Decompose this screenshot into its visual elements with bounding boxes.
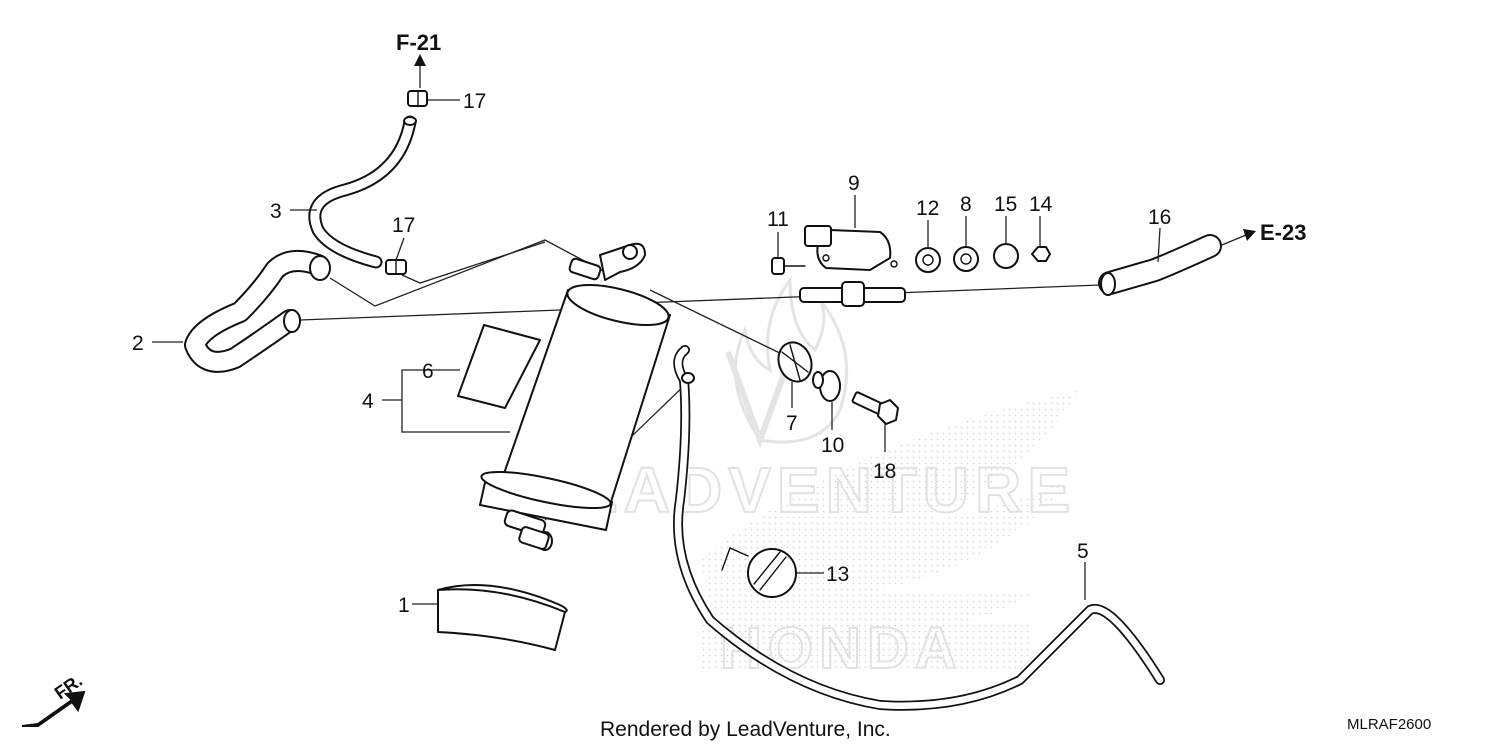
watermark-brand: HONDA <box>720 616 963 681</box>
collar-8 <box>953 246 979 272</box>
callout-16: 16 <box>1148 206 1171 229</box>
band-1 <box>437 584 568 651</box>
flame-logo-watermark <box>725 275 849 449</box>
rendered-by-footer: Rendered by LeadVenture, Inc. <box>600 718 891 741</box>
callout-12: 12 <box>916 197 939 220</box>
callout-5: 5 <box>1077 540 1089 563</box>
collar-10 <box>812 370 841 402</box>
hose-3 <box>308 115 417 269</box>
callout-2: 2 <box>132 332 144 355</box>
callout-4: 4 <box>362 390 374 413</box>
callout-10: 10 <box>821 434 844 457</box>
nut-14 <box>1031 246 1051 262</box>
hose-16 <box>1098 234 1222 296</box>
ref-e23-label: E-23 <box>1260 220 1306 245</box>
clamp-17-lower <box>385 259 407 275</box>
diagram-code: MLRAF2600 <box>1347 716 1432 733</box>
callout-6: 6 <box>422 360 434 383</box>
label-sheet-6 <box>457 324 541 409</box>
purge-valve-9 <box>799 225 906 307</box>
callout-7: 7 <box>786 412 798 435</box>
callout-8: 8 <box>960 193 972 216</box>
grommet-12 <box>915 247 941 273</box>
callout-9: 9 <box>848 172 860 195</box>
ref-arrow-e23 <box>1221 229 1256 246</box>
callout-13: 13 <box>826 563 849 586</box>
washer-15 <box>993 243 1019 269</box>
callout-1: 1 <box>398 594 410 617</box>
tube-5 <box>673 345 1165 711</box>
clip-13 <box>721 547 797 598</box>
ref-arrow-f21 <box>414 54 426 88</box>
callout-3: 3 <box>270 200 282 223</box>
ref-f21-label: F-21 <box>396 30 441 55</box>
callout-17-lower: 17 <box>392 214 415 237</box>
callout-18: 18 <box>873 460 896 483</box>
canister-4 <box>479 242 671 551</box>
front-direction-arrow: FR. <box>21 670 86 727</box>
bolt-11 <box>771 257 806 275</box>
callout-17-top: 17 <box>463 90 486 113</box>
clamp-17-top <box>407 90 428 107</box>
callout-14: 14 <box>1029 193 1053 216</box>
bolt-18 <box>851 391 899 425</box>
callout-15: 15 <box>994 193 1017 216</box>
callout-11: 11 <box>767 208 789 231</box>
grommet-7 <box>777 341 813 383</box>
hose-2 <box>184 250 331 373</box>
